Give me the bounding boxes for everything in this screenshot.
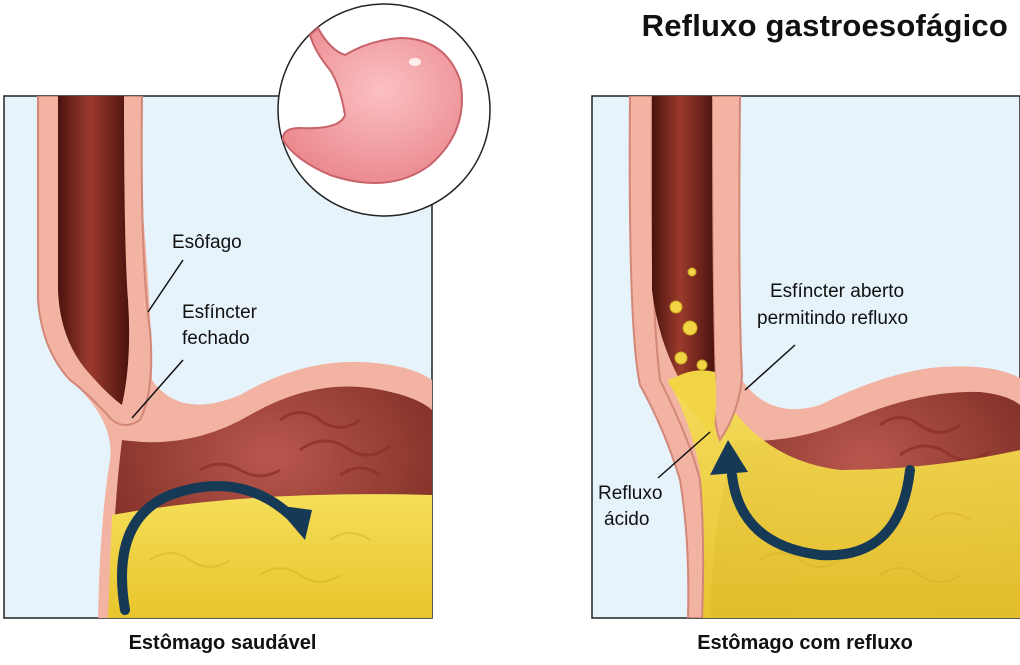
circulation-arrowhead: [275, 505, 312, 540]
refluxing-acid: [668, 370, 716, 440]
esophagus-wall-right: [710, 96, 744, 443]
inset-stomach-icon: [281, 26, 463, 184]
stomach-inset: [277, 3, 491, 217]
inset-highlight: [409, 58, 421, 66]
acid-bubbles: [669, 267, 708, 371]
caption-healthy-stomach: Estômago saudável: [128, 632, 317, 654]
caption-reflux-stomach: Estômago com refluxo: [697, 632, 913, 654]
gastric-acid: [108, 494, 432, 618]
acid-texture: [759, 512, 971, 583]
reflux-arrow: [727, 465, 915, 561]
label-esophagus: Esôfago: [172, 232, 242, 253]
esophagus-leader-line: [147, 259, 184, 313]
label-open-sphincter-line2: permitindo refluxo: [757, 308, 908, 329]
gastric-acid: [668, 374, 1020, 618]
label-closed-sphincter-line1: Esfíncter: [182, 302, 258, 323]
esophagus-wall-left: [628, 96, 705, 618]
esophagus-lumen: [58, 96, 130, 405]
sphincter-leader-line: [131, 359, 184, 419]
stomach-folds: [199, 411, 391, 478]
open-sphincter-leader-line: [744, 344, 796, 391]
acid-reflux-leader-line: [657, 431, 711, 479]
acid-texture: [149, 532, 371, 583]
reflux-arrowhead: [710, 440, 748, 475]
label-open-sphincter-line1: Esfíncter aberto: [770, 281, 904, 302]
label-acid-reflux-line2: ácido: [604, 509, 649, 530]
label-closed-sphincter-line2: fechado: [182, 328, 250, 349]
reflux-stomach-panel: Esfíncter aberto permitindo refluxo Refl…: [591, 95, 1020, 619]
esophagus-lumen: [652, 96, 715, 385]
diagram-title: Refluxo gastroesofágico: [641, 8, 1008, 43]
stomach-folds: [879, 416, 991, 462]
circulation-arrow: [117, 481, 295, 615]
label-acid-reflux-line1: Refluxo: [598, 483, 662, 504]
